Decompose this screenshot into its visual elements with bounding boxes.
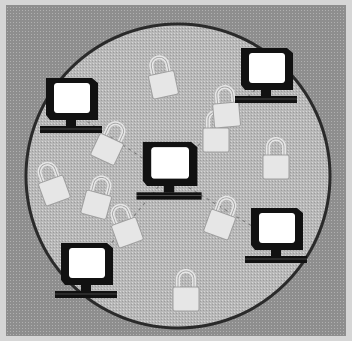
secure-network-diagram	[0, 0, 352, 341]
diagram-canvas	[0, 0, 352, 341]
